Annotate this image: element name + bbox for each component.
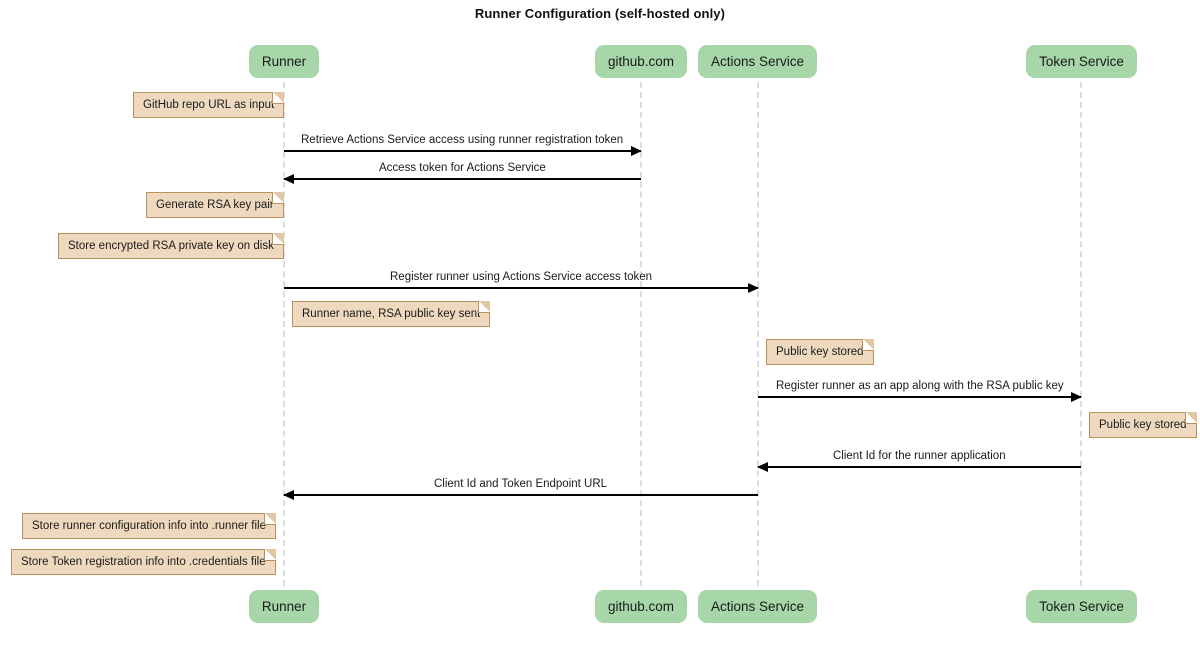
message-arrow [283,174,641,184]
participant-label: Runner [261,54,307,69]
note: Store runner configuration info into .ru… [22,513,276,539]
note: Store Token registration info into .cred… [11,549,276,575]
note-fold-corner-icon [272,192,284,204]
participant-label: Runner [261,599,307,614]
arrowhead-icon [283,490,294,500]
note-fold-corner-icon [264,513,276,525]
lifeline-github [640,82,642,586]
lifeline-runner [283,82,285,586]
note-text: GitHub repo URL as input [143,99,275,111]
note-text: Store runner configuration info into .ru… [32,520,266,532]
arrowhead-icon [631,146,642,156]
participant-label: Token Service [1039,54,1124,69]
participant-github-top[interactable]: github.com [595,45,687,78]
lifeline-actions [757,82,759,586]
lifeline-token [1080,82,1082,586]
arrowhead-icon [757,462,768,472]
arrowhead-icon [283,174,294,184]
message-label: Client Id and Token Endpoint URL [434,478,608,490]
note: Public key stored [766,339,874,365]
arrowhead-icon [1071,392,1082,402]
participant-label: Actions Service [710,54,805,69]
message-label: Retrieve Actions Service access using ru… [301,134,624,146]
message-label: Register runner as an app along with the… [776,380,1064,392]
note-text: Store Token registration info into .cred… [21,556,266,568]
message-label: Client Id for the runner application [833,450,1006,462]
page-title: Runner Configuration (self-hosted only) [474,6,726,21]
participant-actions-bottom[interactable]: Actions Service [698,590,817,623]
note-text: Public key stored [776,346,864,358]
participant-label: Actions Service [710,599,805,614]
note-fold-corner-icon [272,233,284,245]
message-label: Access token for Actions Service [379,162,546,174]
note-fold-corner-icon [862,339,874,351]
note: Store encrypted RSA private key on disk [58,233,284,259]
note-fold-corner-icon [1185,412,1197,424]
participant-label: Token Service [1039,599,1124,614]
message-arrow [284,283,759,293]
message-arrow [284,146,642,156]
note-fold-corner-icon [272,92,284,104]
participant-runner-bottom[interactable]: Runner [249,590,319,623]
note-text: Store encrypted RSA private key on disk [68,240,274,252]
note-text: Runner name, RSA public key sent [302,308,481,320]
note: Generate RSA key pair [146,192,284,218]
note-fold-corner-icon [478,301,490,313]
participant-actions-top[interactable]: Actions Service [698,45,817,78]
participant-github-bottom[interactable]: github.com [595,590,687,623]
participant-label: github.com [607,599,675,614]
participant-runner-top[interactable]: Runner [249,45,319,78]
note-text: Generate RSA key pair [156,199,274,211]
note: Public key stored [1089,412,1197,438]
message-arrow [757,462,1081,472]
note: Runner name, RSA public key sent [292,301,490,327]
participant-token-top[interactable]: Token Service [1026,45,1137,78]
note-fold-corner-icon [264,549,276,561]
participant-token-bottom[interactable]: Token Service [1026,590,1137,623]
note-text: Public key stored [1099,419,1187,431]
message-arrow [758,392,1082,402]
participant-label: github.com [607,54,675,69]
message-label: Register runner using Actions Service ac… [390,271,653,283]
message-arrow [283,490,758,500]
note: GitHub repo URL as input [133,92,284,118]
arrowhead-icon [748,283,759,293]
